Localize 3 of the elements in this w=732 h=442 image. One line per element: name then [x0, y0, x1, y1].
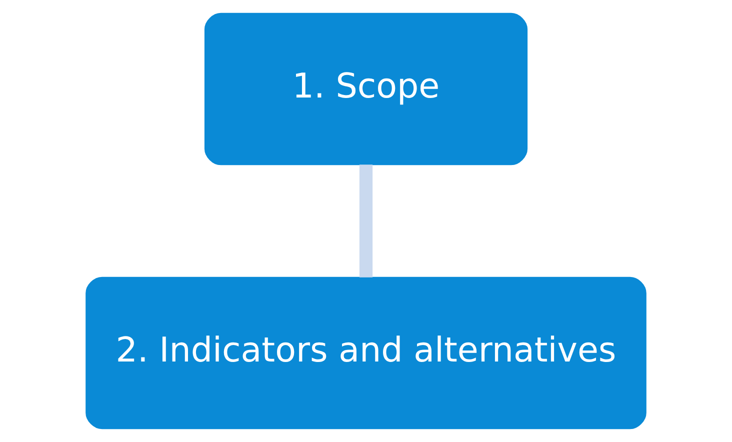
node-box: 1. Scope [204, 12, 528, 166]
connector [359, 164, 373, 278]
node-box: 2. Indicators and alternatives [86, 276, 646, 430]
